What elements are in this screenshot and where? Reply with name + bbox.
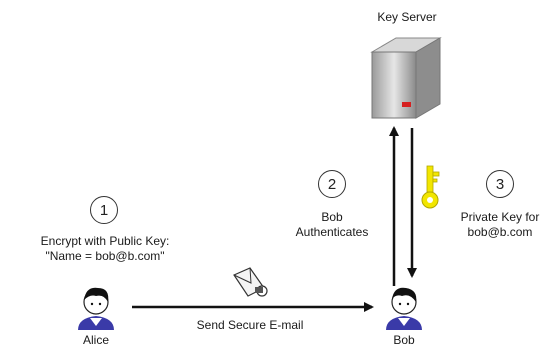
step-1-caption-line-2: "Name = bob@b.com" <box>45 249 165 263</box>
step-1-number: 1 <box>90 196 118 224</box>
step-3-caption-line-2: bob@b.com <box>467 225 533 239</box>
person-icon <box>78 287 114 330</box>
step-2-caption-line-1: Bob <box>321 210 343 224</box>
step-2-caption-line-2: Authenticates <box>295 225 369 239</box>
server-icon <box>370 37 442 119</box>
person-icon <box>386 287 422 330</box>
step-3-number: 3 <box>486 170 514 198</box>
step-1-caption-line-1: Encrypt with Public Key: <box>40 234 170 248</box>
envelope-icon <box>233 267 268 297</box>
step-2-number: 2 <box>318 170 346 198</box>
bob-label: Bob <box>393 333 415 347</box>
alice-label: Alice <box>82 333 109 347</box>
step-3-caption-line-1: Private Key for <box>460 210 540 224</box>
key-server-label: Key Server <box>377 10 437 24</box>
send-email-label: Send Secure E-mail <box>196 318 304 332</box>
key-icon <box>421 165 440 209</box>
